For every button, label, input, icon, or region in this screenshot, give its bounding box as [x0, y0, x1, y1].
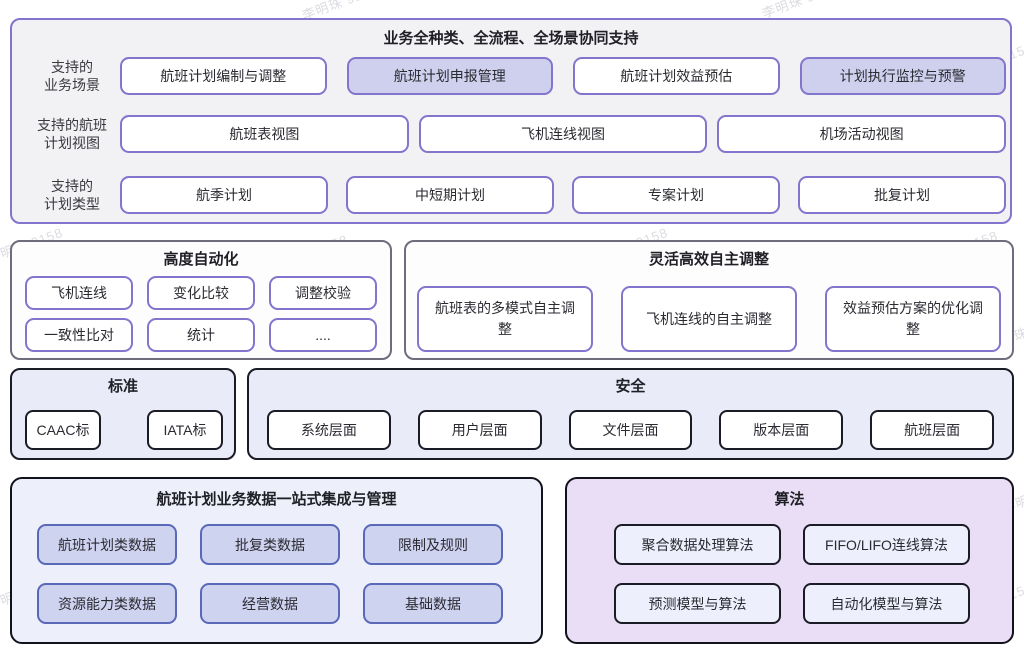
diagram-box-basic-data: 基础数据	[363, 583, 503, 624]
row-label-line: 业务场景	[44, 77, 100, 93]
diagram-box-version-level: 版本层面	[719, 410, 844, 450]
security-row: 系统层面 用户层面 文件层面 版本层面 航班层面	[267, 410, 994, 450]
diagram-box-fifo-lifo: FIFO/LIFO连线算法	[803, 524, 970, 565]
diagram-box-aircraft-routing: 飞机连线	[25, 276, 133, 310]
diagram-box-plan-declaration: 航班计划申报管理	[346, 57, 553, 95]
algorithms-row-2: 预测模型与算法 自动化模型与算法	[614, 583, 970, 624]
automation-title: 高度自动化	[163, 251, 239, 268]
data-row-2: 资源能力类数据 经营数据 基础数据	[37, 583, 503, 624]
security-title: 安全	[615, 378, 646, 395]
row-label-line: 支持的	[51, 58, 93, 75]
diagram-box-multimode-adjust: 航班表的多模式自主调整	[417, 286, 593, 352]
business-support-title: 业务全种类、全流程、全场景协同支持	[383, 30, 639, 47]
diagram-box-benefit-optimize: 效益预估方案的优化调整	[825, 286, 1001, 352]
row-label-plan-views: 支持的航班 计划视图	[20, 115, 124, 153]
section-data-management: 航班计划业务数据一站式集成与管理 航班计划类数据 批复类数据 限制及规则 资源能…	[10, 477, 543, 644]
diagram-box-user-level: 用户层面	[417, 410, 542, 450]
diagram-box-file-level: 文件层面	[568, 410, 693, 450]
algorithms-title: 算法	[774, 491, 805, 508]
diagram-box-automation-models: 自动化模型与算法	[803, 583, 970, 624]
diagram-box-consistency-compare: 一致性比对	[25, 318, 133, 352]
diagram-box-benefit-forecast: 航班计划效益预估	[573, 57, 780, 95]
section-standards: 标准 CAAC标 IATA标	[10, 368, 236, 460]
row-label-line: 计划视图	[44, 135, 100, 151]
diagram-box-system-level: 系统层面	[267, 410, 391, 450]
diagram-box-plan-data: 航班计划类数据	[37, 524, 177, 565]
diagram-box-change-compare: 变化比较	[147, 276, 255, 310]
section-security: 安全 系统层面 用户层面 文件层面 版本层面 航班层面	[247, 368, 1014, 460]
row-label-plan-types: 支持的 计划类型	[20, 176, 124, 214]
diagram-box-iata-standard: IATA标	[147, 410, 223, 450]
automation-row-2: 一致性比对 统计 ....	[25, 318, 377, 352]
diagram-box-timetable-view: 航班表视图	[120, 115, 409, 153]
business-scenarios-row: 航班计划编制与调整 航班计划申报管理 航班计划效益预估 计划执行监控与预警	[120, 57, 1006, 95]
diagram-box-restrictions-rules: 限制及规则	[363, 524, 503, 565]
section-self-adjust: 灵活高效自主调整 航班表的多模式自主调整 飞机连线的自主调整 效益预估方案的优化…	[404, 240, 1014, 360]
diagram-box-resource-capacity-data: 资源能力类数据	[37, 583, 177, 624]
diagram-box-midshort-plan: 中短期计划	[346, 176, 554, 214]
section-business-support: 业务全种类、全流程、全场景协同支持 支持的 业务场景 航班计划编制与调整 航班计…	[10, 18, 1012, 224]
section-automation: 高度自动化 飞机连线 变化比较 调整校验 一致性比对 统计 ....	[10, 240, 392, 360]
diagram-box-adjust-check: 调整校验	[269, 276, 377, 310]
diagram-box-operations-data: 经营数据	[200, 583, 340, 624]
self-adjust-row: 航班表的多模式自主调整 飞机连线的自主调整 效益预估方案的优化调整	[417, 286, 1001, 352]
section-algorithms: 算法 聚合数据处理算法 FIFO/LIFO连线算法 预测模型与算法 自动化模型与…	[565, 477, 1014, 644]
plan-types-row: 航季计划 中短期计划 专案计划 批复计划	[120, 176, 1006, 214]
row-label-line: 计划类型	[44, 196, 100, 212]
data-row-1: 航班计划类数据 批复类数据 限制及规则	[37, 524, 503, 565]
plan-views-row: 航班表视图 飞机连线视图 机场活动视图	[120, 115, 1007, 153]
row-label-line: 支持的	[51, 177, 93, 194]
diagram-box-more: ....	[269, 318, 377, 352]
diagram-box-approval-plan: 批复计划	[798, 176, 1006, 214]
row-label-business-scenarios: 支持的 业务场景	[20, 57, 124, 95]
diagram-box-routing-adjust: 飞机连线的自主调整	[621, 286, 797, 352]
diagram-box-aircraft-routing-view: 飞机连线视图	[418, 115, 708, 153]
diagram-box-plan-editing: 航班计划编制与调整	[120, 57, 327, 95]
diagram-box-flight-level: 航班层面	[870, 410, 994, 450]
self-adjust-title: 灵活高效自主调整	[648, 251, 769, 268]
row-label-line: 支持的航班	[37, 116, 107, 133]
diagram-box-execution-monitoring: 计划执行监控与预警	[799, 57, 1006, 95]
diagram-box-statistics: 统计	[147, 318, 255, 352]
diagram-box-caac-standard: CAAC标	[25, 410, 101, 450]
diagram-box-aggregate-processing: 聚合数据处理算法	[614, 524, 781, 565]
algorithms-row-1: 聚合数据处理算法 FIFO/LIFO连线算法	[614, 524, 970, 565]
automation-row-1: 飞机连线 变化比较 调整校验	[25, 276, 377, 310]
diagram-box-forecast-models: 预测模型与算法	[614, 583, 781, 624]
data-management-title: 航班计划业务数据一站式集成与管理	[156, 491, 397, 508]
diagram-box-approval-data: 批复类数据	[200, 524, 340, 565]
diagram-box-airport-activity-view: 机场活动视图	[717, 115, 1007, 153]
standards-row: CAAC标 IATA标	[25, 410, 223, 450]
diagram-box-seasonal-plan: 航季计划	[120, 176, 328, 214]
standards-title: 标准	[107, 378, 138, 395]
diagram-box-special-plan: 专案计划	[572, 176, 780, 214]
